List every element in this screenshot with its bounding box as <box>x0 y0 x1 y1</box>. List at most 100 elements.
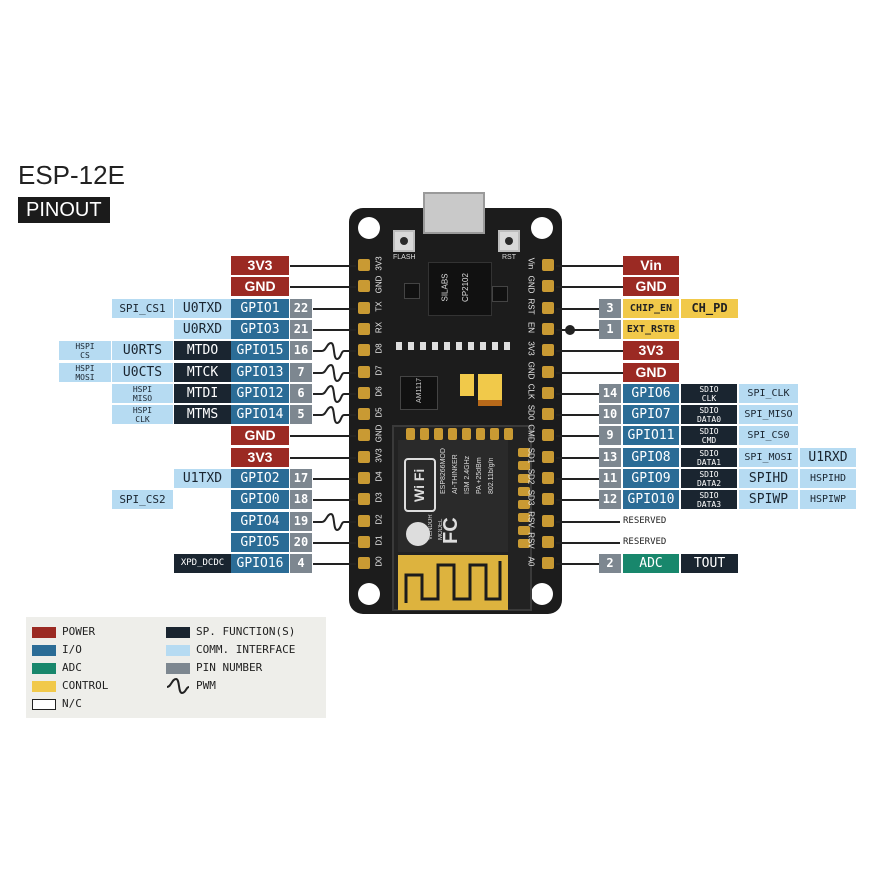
header-pin <box>358 302 370 314</box>
pin-wire <box>313 372 322 374</box>
gpio-label-gpio14: GPIO14 <box>231 405 289 424</box>
pin-wire <box>556 563 599 565</box>
header-pin <box>358 323 370 335</box>
pin-number-5: 5 <box>290 405 312 424</box>
tantalum-capacitor <box>478 374 502 406</box>
smd-part <box>396 342 402 350</box>
module-pad <box>518 500 530 509</box>
legend-label: PIN NUMBER <box>196 661 263 674</box>
control-label: EXT_RSTB <box>623 320 679 339</box>
usb-uart-chip: SILABS CP2102 <box>428 262 492 316</box>
legend-swatch-adc <box>32 663 56 674</box>
module-pad <box>518 526 530 535</box>
legend-label: POWER <box>62 625 96 638</box>
module-side-line: VENDOR <box>428 514 434 540</box>
module-pad <box>406 428 415 440</box>
header-pin <box>542 515 554 527</box>
pin-wire <box>556 329 599 331</box>
comm-label-line: CLK <box>135 415 150 424</box>
pin-wire <box>313 478 356 480</box>
page-title: ESP-12E <box>18 160 125 190</box>
pin-wire <box>313 414 322 416</box>
gpio-label-gpio2: GPIO2 <box>231 469 289 488</box>
legend-swatch-special <box>166 627 190 638</box>
function-label: U1TXD <box>174 469 231 488</box>
pin-wire <box>344 393 356 395</box>
pin-wire <box>556 350 623 352</box>
module-text: ISM 2.4GHz <box>462 444 474 494</box>
silk-label: D0 <box>374 556 384 567</box>
control-label: CH_PD <box>681 299 738 318</box>
header-pin <box>358 387 370 399</box>
gpio-label-gpio10: GPIO10 <box>623 490 679 509</box>
module-side-text: MODEL <box>438 500 444 540</box>
power-label-vin: Vin <box>623 256 679 275</box>
pin-wire <box>290 457 356 459</box>
smd-part <box>504 342 510 350</box>
smd-part <box>492 342 498 350</box>
comm-label: SPI_MOSI <box>739 448 798 467</box>
header-pin <box>542 387 554 399</box>
legend-swatch-io <box>32 645 56 656</box>
gpio-label-gpio3: GPIO3 <box>231 320 289 339</box>
power-label-gnd: GND <box>231 277 289 296</box>
right-header <box>540 254 556 584</box>
pin-number-22: 22 <box>290 299 312 318</box>
header-pin <box>542 302 554 314</box>
rst-button[interactable] <box>498 230 520 252</box>
pin-wire <box>290 435 356 437</box>
mount-hole <box>531 217 553 239</box>
gpio-label-gpio13: GPIO13 <box>231 363 289 382</box>
comm-label: SPIWP <box>739 490 798 509</box>
module-line: ISM 2.4GHz <box>464 455 471 494</box>
comm-label: HSPIWP <box>800 490 856 509</box>
pin-wire <box>556 265 623 267</box>
gpio-label-gpio12: GPIO12 <box>231 384 289 403</box>
rf-shield: Wi Fi FC ESP8266MOD AI-THINKER ISM 2.4GH… <box>398 440 508 552</box>
pin-wire <box>344 521 356 523</box>
header-pin <box>358 472 370 484</box>
pin-number-13: 13 <box>599 448 621 467</box>
pin-number-4: 4 <box>290 554 312 573</box>
gpio-label-gpio4: GPIO4 <box>231 512 289 531</box>
header-pin <box>542 344 554 356</box>
special-label: TOUT <box>681 554 738 573</box>
special-label: MTDO <box>174 341 231 360</box>
pin-wire <box>313 563 356 565</box>
smd-part <box>444 342 450 350</box>
pin-wire <box>556 457 599 459</box>
module-pad <box>448 428 457 440</box>
pwm-icon <box>322 364 344 382</box>
pin-wire <box>290 265 356 267</box>
header-pin <box>358 280 370 292</box>
pwm-icon <box>322 406 344 424</box>
header-pin <box>542 429 554 441</box>
legend-label: N/C <box>62 697 82 710</box>
header-pin <box>358 259 370 271</box>
comm-label: SPI_CS0 <box>739 426 798 445</box>
reset-dot <box>565 325 575 335</box>
sdio-label-line: DATA2 <box>696 479 722 488</box>
gpio-label-gpio6: GPIO6 <box>623 384 679 403</box>
legend-label: ADC <box>62 661 82 674</box>
pin-wire <box>290 286 356 288</box>
gpio-label-gpio7: GPIO7 <box>623 405 679 424</box>
header-pin <box>358 429 370 441</box>
comm-label-line: HSPI <box>75 342 95 351</box>
smd-part <box>468 342 474 350</box>
flash-button[interactable] <box>393 230 415 252</box>
adc-label: ADC <box>623 554 679 573</box>
module-pad <box>476 428 485 440</box>
special-label: MTCK <box>174 363 231 382</box>
module-line: PA +25dBm <box>476 457 483 494</box>
legend-swatch-nc <box>32 699 56 710</box>
comm-label: SPIHD <box>739 469 798 488</box>
comm-label-line: MISO <box>132 394 153 403</box>
header-pin <box>542 323 554 335</box>
pin-wire <box>344 372 356 374</box>
